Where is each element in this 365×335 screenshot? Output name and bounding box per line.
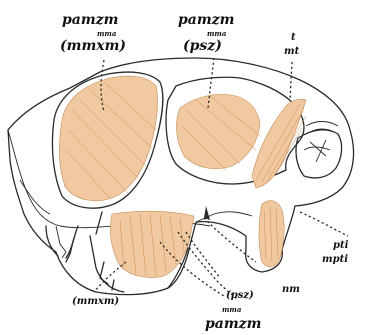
label-top-center-paren: (psz): [183, 38, 222, 54]
label-mt: mt: [284, 46, 300, 57]
muscle-psz-upper: [177, 95, 260, 171]
label-bottom-center-paren: (psz): [226, 290, 254, 301]
label-bottom-left-paren: (mmxm): [72, 296, 119, 307]
label-nm: nm: [282, 284, 300, 295]
label-mpti: mpti: [322, 254, 348, 265]
label-top-center-sub: mma: [207, 29, 227, 38]
muscle-mpti: [259, 201, 284, 267]
muscle-mmxm-upper: [59, 76, 157, 201]
label-top-left-paren: (mmxm): [60, 38, 126, 54]
label-pti: pti: [333, 240, 349, 251]
label-t: t: [291, 32, 296, 43]
label-top-left-sub: mma: [97, 29, 117, 38]
muscle-mt: [252, 99, 306, 188]
label-top-left-main: pamzm: [62, 12, 118, 28]
label-bottom-main: pamzm: [205, 316, 261, 332]
muscle-lower-jaw: [110, 211, 194, 277]
label-top-center-main: pamzm: [178, 12, 234, 28]
label-bottom-sub: mma: [222, 305, 242, 314]
